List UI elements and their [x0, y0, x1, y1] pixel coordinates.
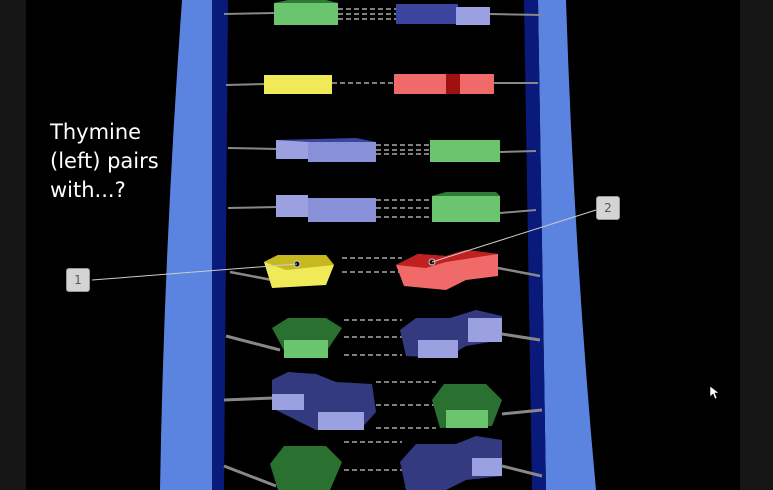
callout-1-leader	[91, 263, 298, 281]
callout-2[interactable]: 2	[596, 196, 620, 220]
base-pair-row-2	[225, 74, 538, 94]
left-backbone	[160, 0, 228, 490]
base-pair-row-4	[227, 192, 537, 222]
question-text: Thymine (left) pairs with...?	[50, 120, 159, 202]
mouse-cursor-icon	[710, 386, 720, 400]
base-pair-row-5	[229, 250, 541, 290]
base-pair-row-3	[227, 138, 537, 162]
base-pair-row-7	[223, 372, 543, 430]
dna-diagram	[91, 0, 597, 490]
callout-1[interactable]: 1	[66, 268, 90, 292]
right-backbone	[524, 0, 596, 490]
base-pair-row-6	[225, 310, 541, 358]
slide-stage: Thymine (left) pairs with...? 1 2	[26, 0, 740, 490]
base-pair-row-1	[223, 0, 543, 25]
base-pair-row-8	[223, 436, 543, 490]
callout-2-leader	[431, 209, 597, 263]
